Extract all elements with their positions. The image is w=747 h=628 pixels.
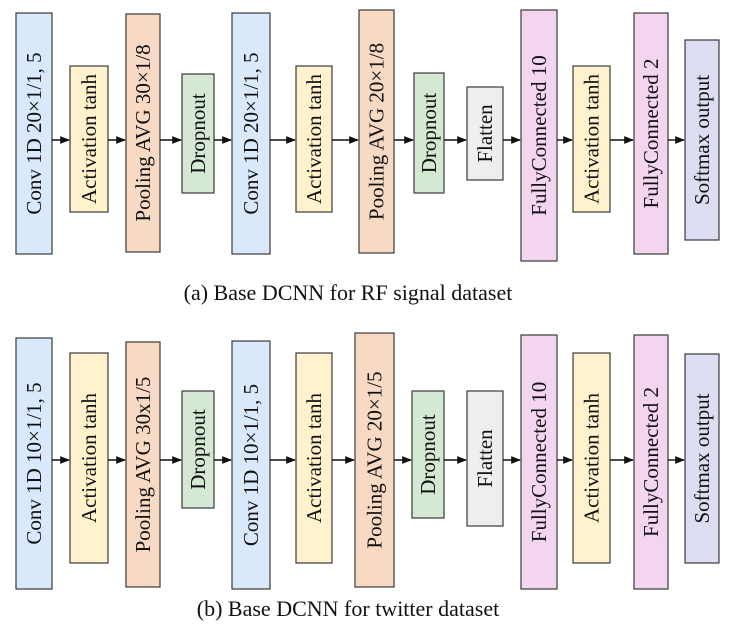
layer-box — [684, 353, 720, 564]
layer-box — [69, 352, 109, 564]
layer-label: Dropnout — [186, 409, 210, 490]
layer-label: Flatten — [473, 104, 497, 163]
layer-box — [15, 12, 53, 255]
layer-label: Activation tanh — [77, 73, 101, 204]
layer-label: Pooling AVG 30x1/5 — [131, 377, 155, 553]
layer-label: Softmax output — [690, 393, 714, 523]
layer-block-conv: Conv 1D 20×1/1, 5 — [15, 12, 53, 255]
layer-label: Conv 1D 10×1/1, 5 — [22, 382, 46, 544]
layer-box — [181, 390, 215, 509]
layer-block-flatten: Flatten — [466, 390, 504, 527]
layer-box — [413, 72, 445, 194]
layer-label: Pooling AVG 20×1/5 — [363, 371, 387, 548]
layer-block-softmax: Softmax output — [684, 39, 720, 241]
layer-box — [633, 12, 669, 255]
layer-box — [354, 332, 395, 588]
layer-label: Conv 1D 20×1/1, 5 — [22, 52, 46, 214]
layer-label: FullyConnected 2 — [639, 59, 663, 209]
layer-block-dropout: Dropnout — [411, 390, 445, 519]
layer-box — [633, 334, 669, 590]
layer-label: Pooling AVG 20×1/8 — [365, 43, 389, 220]
layer-label: Conv 1D 10×1/1, 5 — [239, 384, 263, 546]
layer-box — [466, 390, 504, 527]
layer-box — [466, 86, 504, 181]
layer-box — [520, 334, 558, 590]
layer-block-activation: Activation tanh — [295, 65, 333, 213]
twitter-network: Conv 1D 10×1/1, 5 Activation tanh Pooling … — [15, 332, 720, 590]
layer-label: FullyConnected 10 — [527, 382, 551, 542]
layer-block-activation: Activation tanh — [295, 352, 333, 564]
layer-label: Activation tanh — [302, 73, 326, 204]
layer-label: FullyConnected 10 — [527, 55, 551, 215]
layer-block-conv: Conv 1D 10×1/1, 5 — [231, 340, 271, 590]
layer-box — [572, 65, 611, 213]
layer-box — [69, 65, 109, 213]
layer-block-activation: Activation tanh — [572, 352, 611, 564]
layer-block-fully-connected: FullyConnected 2 — [633, 334, 669, 590]
layer-block-conv: Conv 1D 20×1/1, 5 — [231, 12, 271, 255]
layer-block-activation: Activation tanh — [572, 65, 611, 213]
layer-block-fully-connected: FullyConnected 2 — [633, 12, 669, 255]
layer-block-dropout: Dropnout — [181, 73, 215, 194]
layer-box — [181, 73, 215, 194]
layer-label: FullyConnected 2 — [639, 387, 663, 537]
layer-label: Activation tanh — [302, 392, 326, 523]
layer-box — [231, 340, 271, 590]
layer-label: Softmax output — [690, 75, 714, 205]
layer-box — [684, 39, 720, 241]
layer-block-pooling: Pooling AVG 20×1/5 — [354, 332, 395, 588]
layer-block-dropout: Dropnout — [413, 72, 445, 194]
layer-box — [295, 352, 333, 564]
layer-box — [15, 337, 53, 590]
layer-block-flatten: Flatten — [466, 86, 504, 181]
layer-block-fully-connected: FullyConnected 10 — [520, 334, 558, 590]
layer-box — [572, 352, 611, 564]
layer-box — [125, 341, 161, 588]
layer-block-softmax: Softmax output — [684, 353, 720, 564]
layer-label: Activation tanh — [77, 392, 101, 523]
layer-block-pooling: Pooling AVG 30×1/8 — [125, 13, 161, 253]
layer-block-pooling: Pooling AVG 20×1/8 — [358, 9, 395, 254]
layer-label: Pooling AVG 30×1/8 — [131, 44, 155, 221]
layer-block-activation: Activation tanh — [69, 352, 109, 564]
layer-block-conv: Conv 1D 10×1/1, 5 — [15, 337, 53, 590]
layer-block-dropout: Dropnout — [181, 390, 215, 509]
layer-label: Flatten — [473, 429, 497, 488]
caption-twitter: (b) Base DCNN for twitter dataset — [197, 596, 499, 621]
layer-box — [125, 13, 161, 253]
layer-label: Activation tanh — [580, 392, 604, 523]
layer-label: Dropnout — [186, 93, 210, 174]
caption-rf-signal: (a) Base DCNN for RF signal dataset — [184, 280, 513, 305]
layer-block-activation: Activation tanh — [69, 65, 109, 213]
layer-label: Dropnout — [416, 414, 440, 495]
layer-box — [295, 65, 333, 213]
layer-block-pooling: Pooling AVG 30x1/5 — [125, 341, 161, 588]
layer-box — [358, 9, 395, 254]
layer-box — [520, 9, 558, 262]
layer-label: Conv 1D 20×1/1, 5 — [239, 52, 263, 214]
layer-box — [411, 390, 445, 519]
layer-label: Activation tanh — [580, 73, 604, 204]
layer-label: Dropnout — [417, 93, 441, 174]
rf-signal-network: Conv 1D 20×1/1, 5 Activation tanh Pooling … — [15, 9, 720, 262]
layer-box — [231, 12, 271, 255]
layer-block-fully-connected: FullyConnected 10 — [520, 9, 558, 262]
